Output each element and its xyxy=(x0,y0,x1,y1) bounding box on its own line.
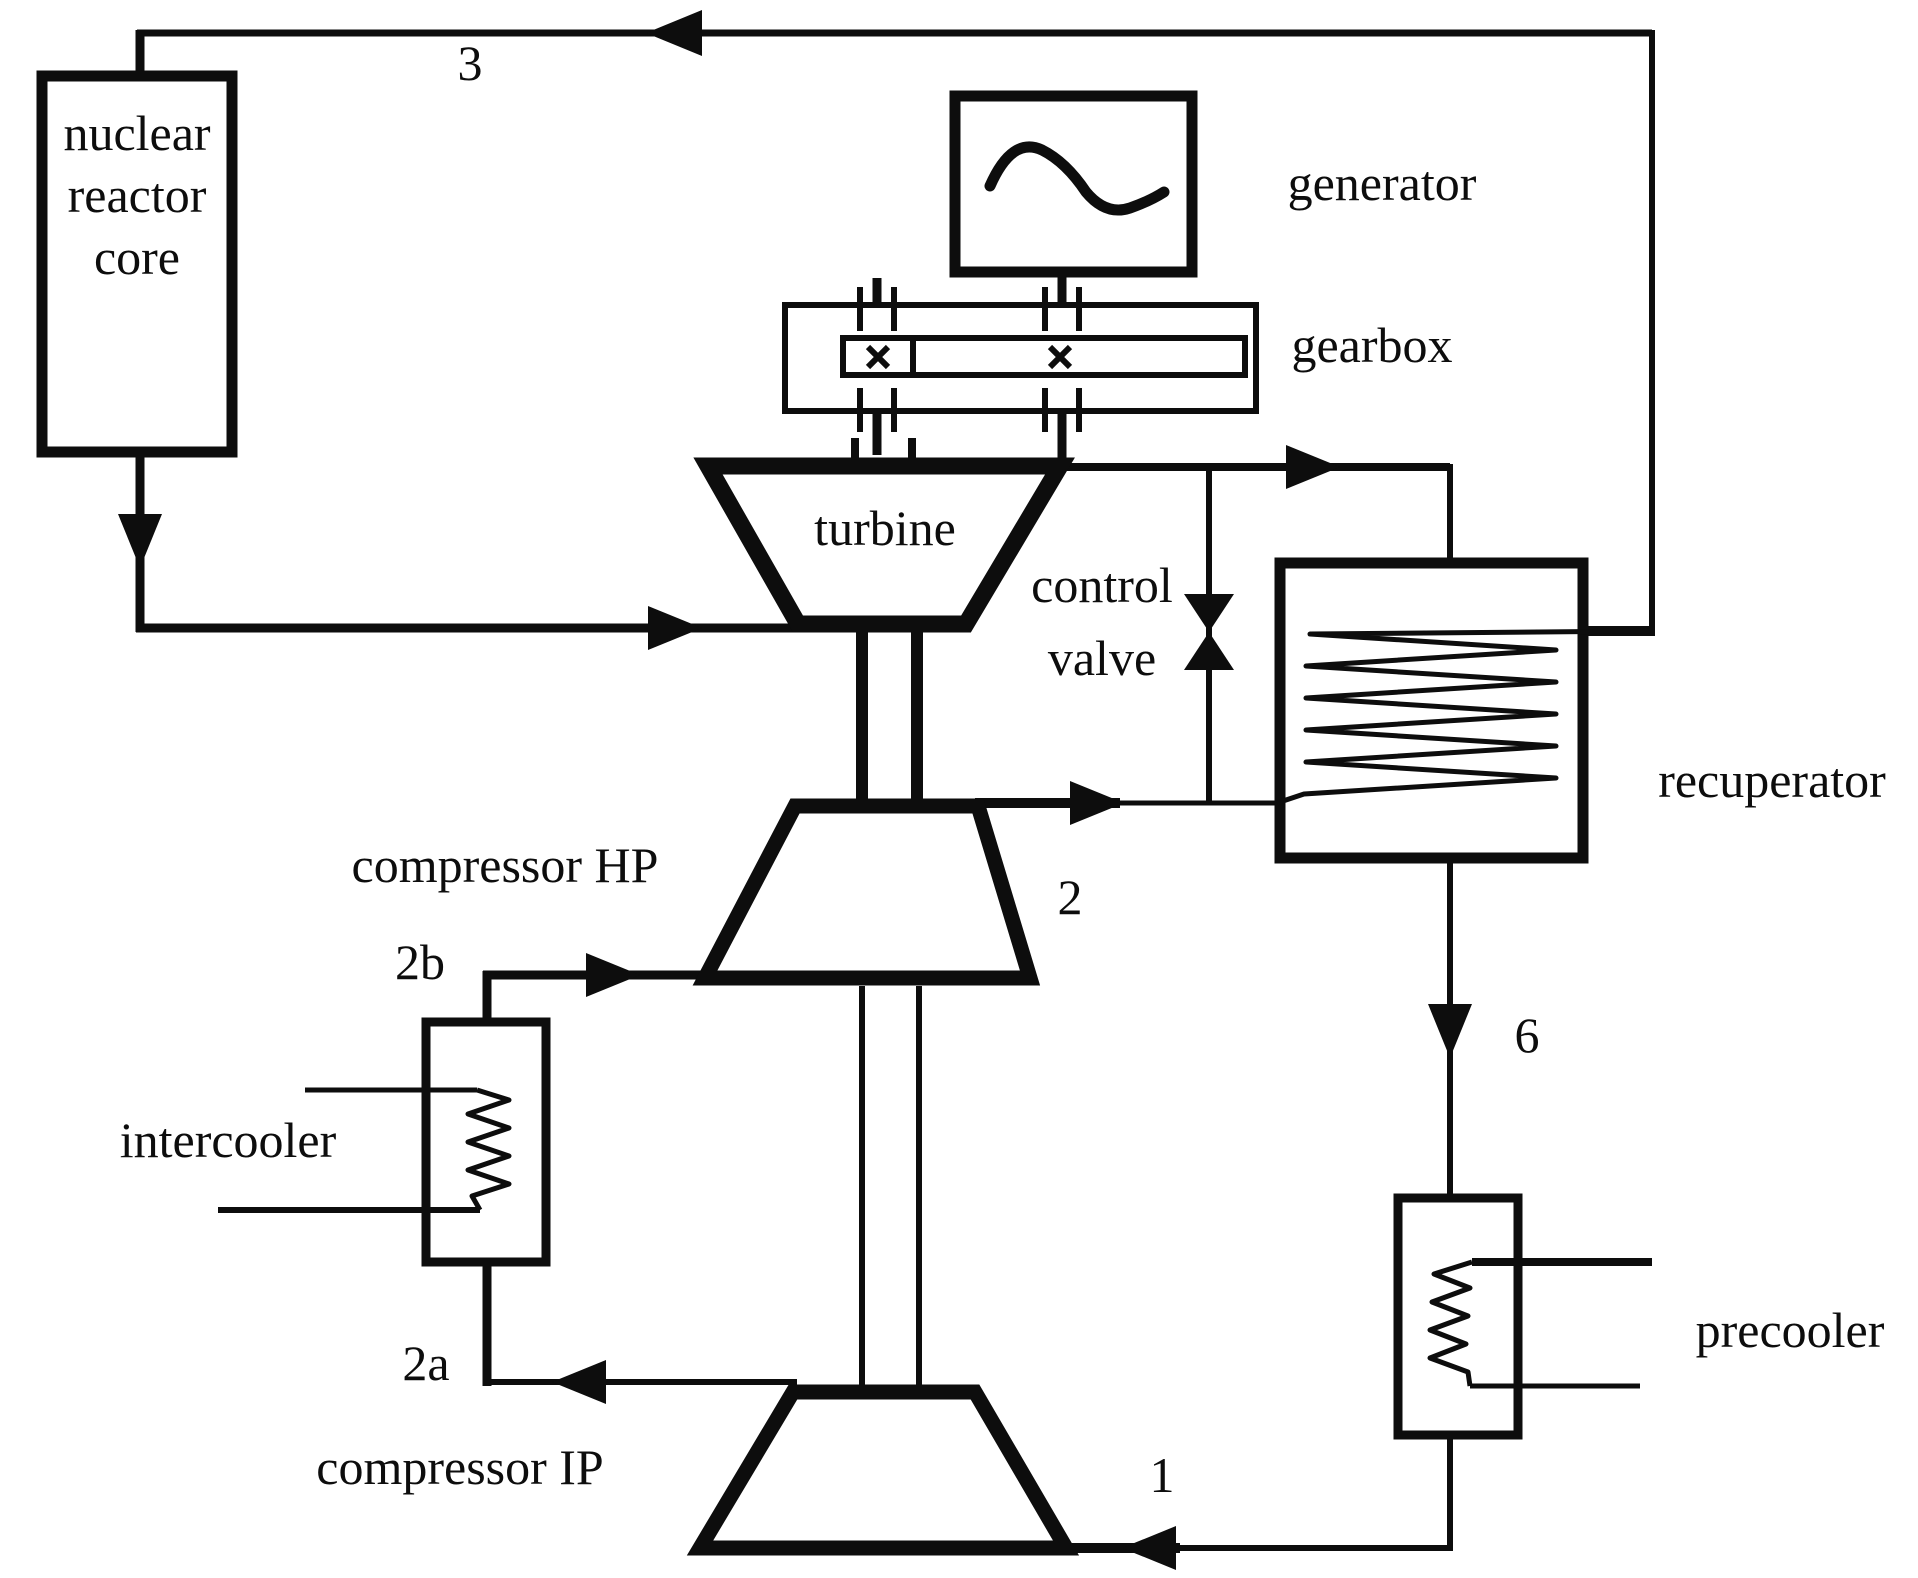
arrow-left-stream2a-icon xyxy=(552,1360,606,1404)
nuclear-reactor-core: nuclear reactor core xyxy=(36,70,238,458)
stream-labels: 3 2 2b 2a 1 6 xyxy=(395,35,1540,1503)
arrow-right-stream2b-icon xyxy=(586,953,640,997)
recuperator-label: recuperator xyxy=(1658,752,1886,808)
stream-label-2: 2 xyxy=(1058,869,1083,925)
intercooler-box xyxy=(421,1017,551,1267)
compressor-ip-label: compressor IP xyxy=(316,1439,603,1495)
generator-label: generator xyxy=(1288,155,1477,211)
turbine: turbine xyxy=(693,457,1075,633)
sine-wave-icon xyxy=(984,141,1170,216)
arrow-down-stream6-icon xyxy=(1428,1004,1472,1058)
arrow-right-turbine-inlet-icon xyxy=(648,606,702,650)
intercooler-coil-icon xyxy=(465,1087,512,1212)
compressor-hp-body xyxy=(692,798,1041,986)
reactor-label-line2: reactor xyxy=(68,167,207,223)
coupling-marks xyxy=(851,287,1082,458)
control-valve-label-line1: control xyxy=(1031,557,1173,613)
precooler-box xyxy=(1393,1193,1523,1440)
reactor-box xyxy=(36,70,238,458)
arrow-left-stream3-icon xyxy=(646,10,702,56)
valve-bowtie-lower xyxy=(1184,632,1234,670)
gearbox: gearbox xyxy=(782,287,1453,458)
valve-bowtie-upper xyxy=(1184,594,1234,632)
gear-mark-right-icon xyxy=(1047,344,1073,370)
precooler-label: precooler xyxy=(1696,1302,1885,1358)
compressor-hp-label: compressor HP xyxy=(352,837,659,893)
stream-label-2a: 2a xyxy=(402,1335,449,1391)
intercooler-label: intercooler xyxy=(120,1112,337,1168)
compressor-ip-body xyxy=(686,1384,1080,1556)
intercooler: intercooler xyxy=(120,1017,551,1267)
reactor-label-line3: core xyxy=(94,229,180,285)
arrow-right-stream2-icon xyxy=(1070,781,1124,825)
arrow-left-stream1-icon xyxy=(1122,1526,1176,1570)
stream-label-2b: 2b xyxy=(395,934,445,990)
reactor-label-line1: nuclear xyxy=(63,105,210,161)
turbine-body xyxy=(693,457,1075,633)
arrow-down-reactor-outlet-icon xyxy=(118,514,162,568)
control-valve-label-line2: valve xyxy=(1048,630,1156,686)
arrow-right-turbine-exhaust-icon xyxy=(1286,445,1340,489)
stream-label-3: 3 xyxy=(458,35,483,91)
gear-mark-left-icon xyxy=(865,344,891,370)
recuperator: recuperator xyxy=(1274,557,1886,864)
pipe-network xyxy=(135,29,1655,1553)
precooler-coil-icon xyxy=(1427,1259,1473,1387)
gearbox-gear-bar xyxy=(840,335,1248,378)
gearbox-label: gearbox xyxy=(1291,317,1452,373)
precooler: precooler xyxy=(1393,1193,1885,1440)
stream-label-6: 6 xyxy=(1515,1007,1540,1063)
stream-label-1: 1 xyxy=(1150,1447,1175,1503)
generator: generator xyxy=(949,90,1477,278)
recuperator-coil-icon xyxy=(1276,628,1651,806)
compressor-hp: compressor HP xyxy=(352,798,1041,986)
control-valve: control valve xyxy=(1031,557,1234,686)
compressor-ip: compressor IP xyxy=(316,1384,1080,1556)
flow-arrows xyxy=(118,10,1472,1570)
turbine-label: turbine xyxy=(814,500,956,556)
